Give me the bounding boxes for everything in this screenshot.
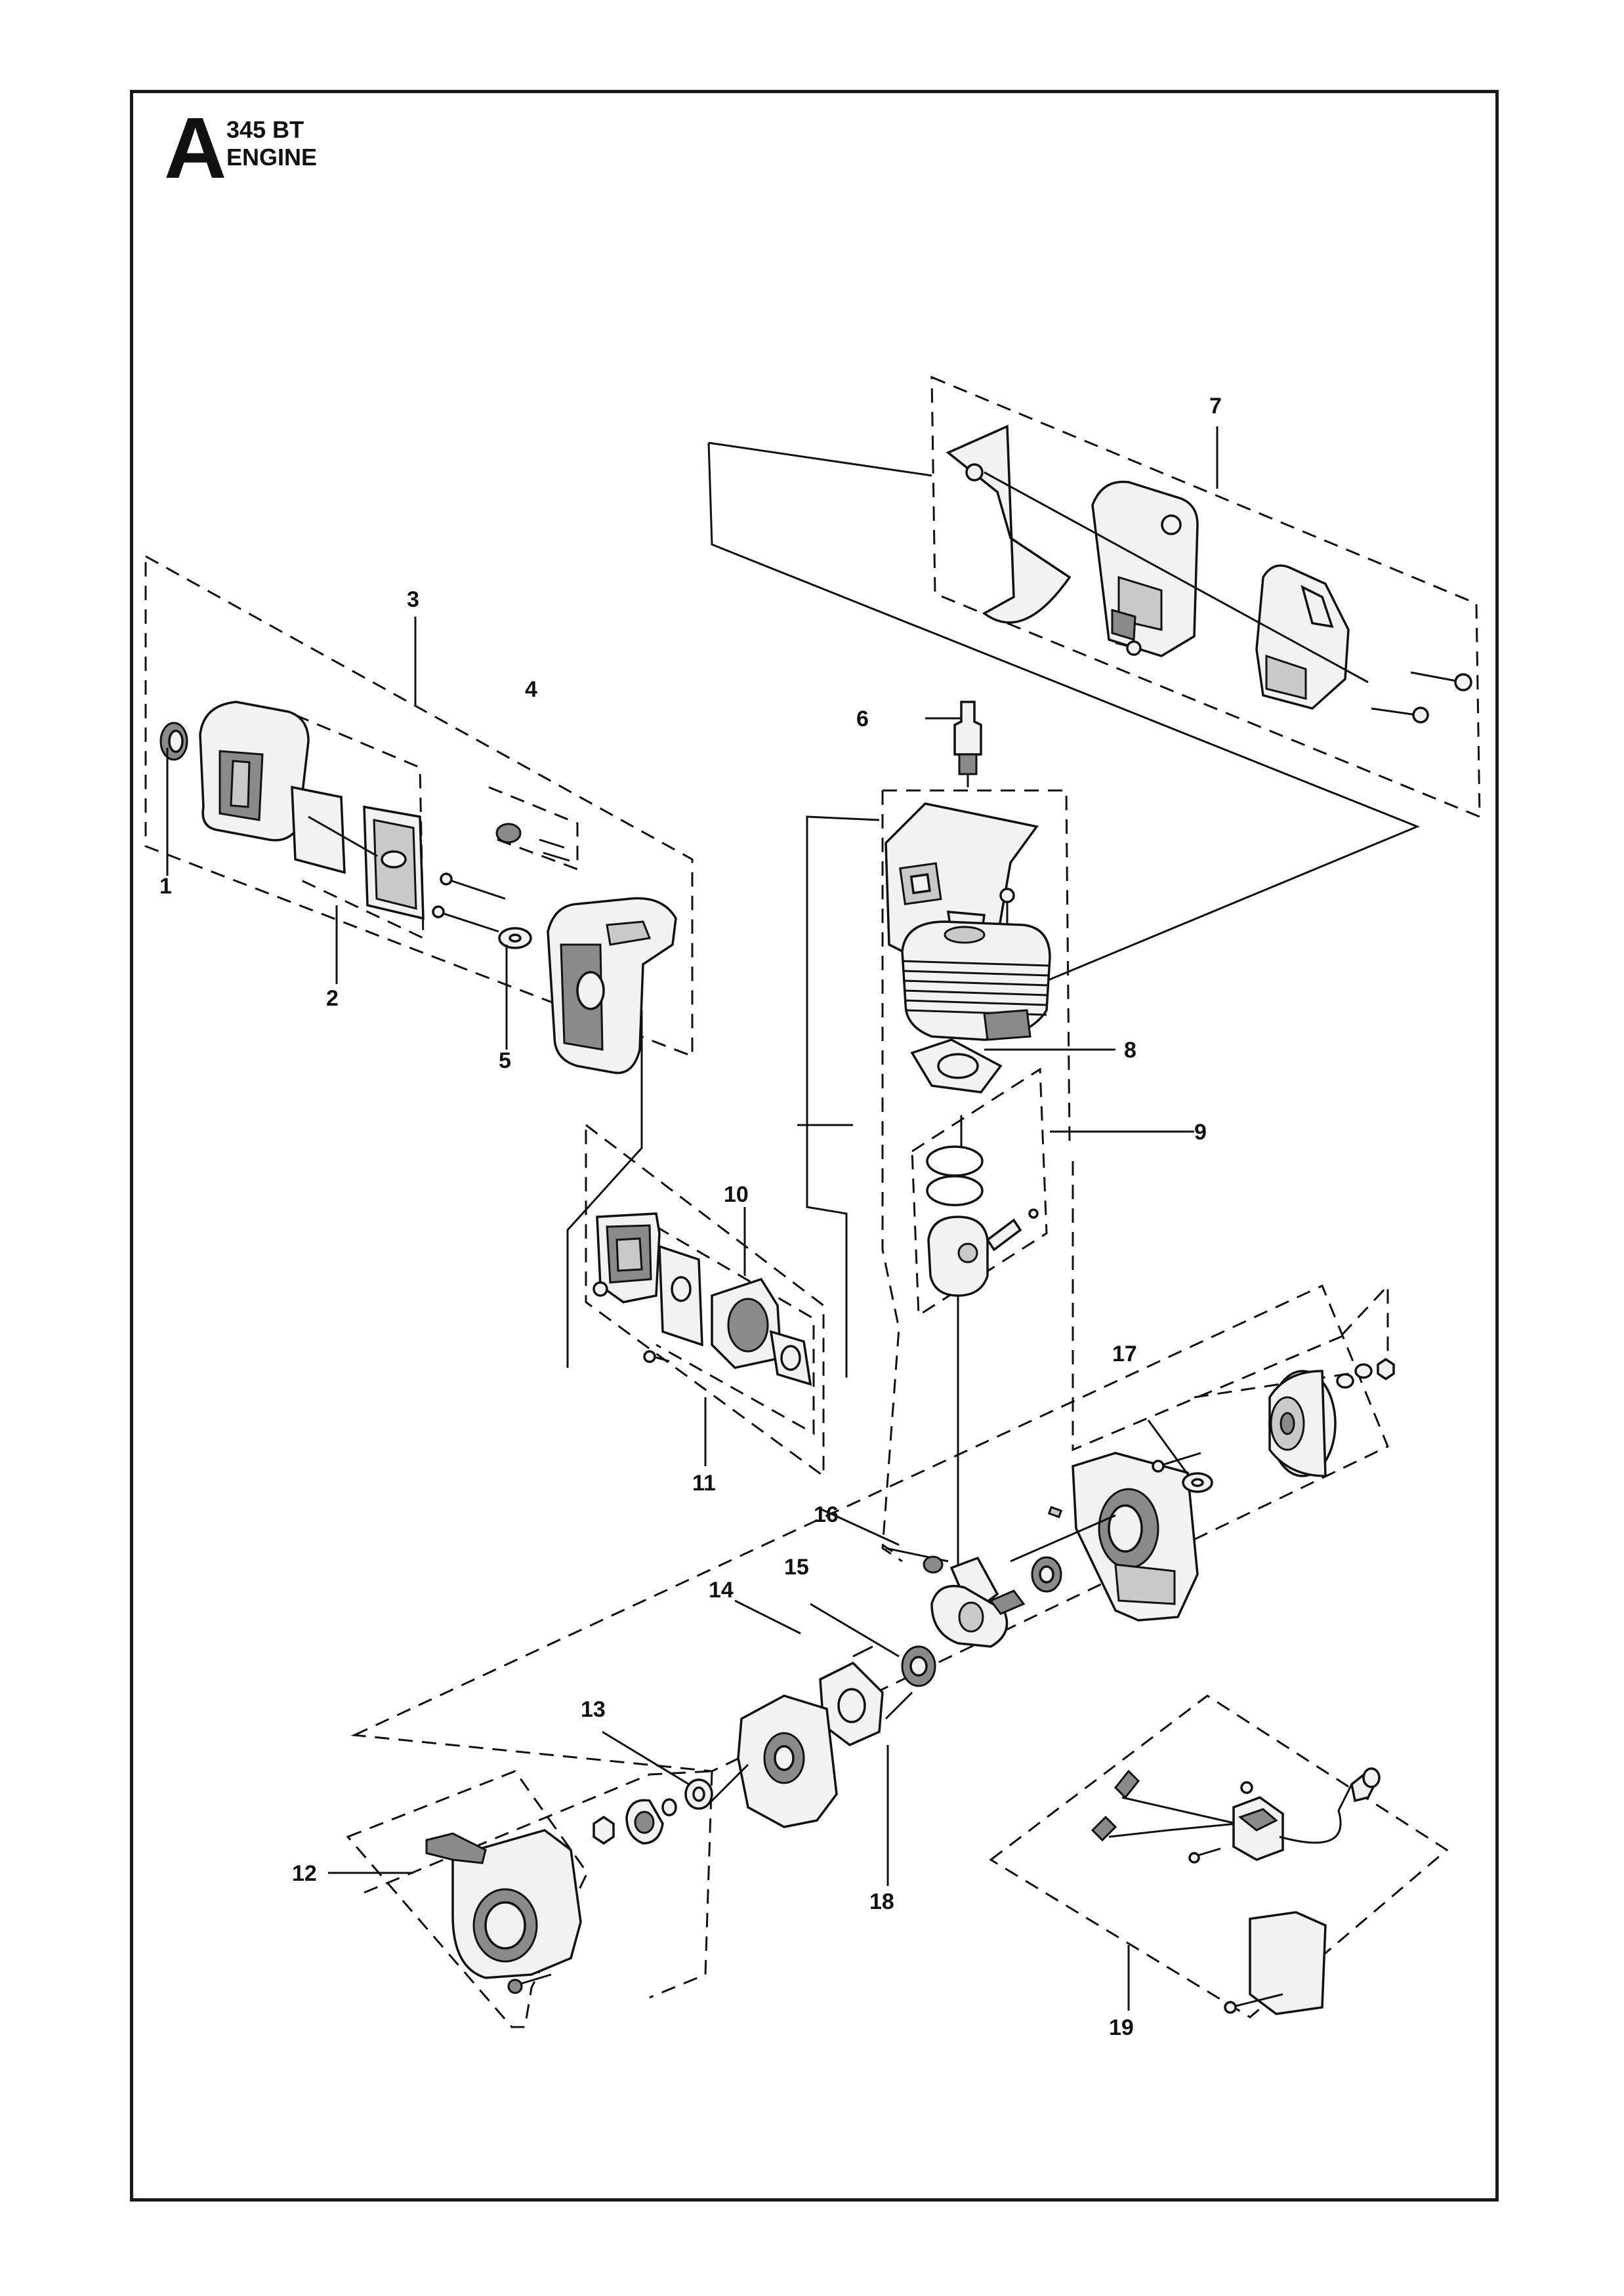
flywheel-nut bbox=[593, 1815, 615, 1845]
callout-4: 4 bbox=[525, 677, 537, 702]
clutch-group bbox=[1147, 1283, 1395, 1493]
air-filter-group bbox=[144, 554, 694, 1368]
callout-10: 10 bbox=[724, 1182, 749, 1207]
spark-plug bbox=[925, 701, 982, 787]
air-filter-element bbox=[291, 785, 346, 874]
carburetor bbox=[593, 1212, 661, 1303]
intake-screw bbox=[643, 1350, 670, 1363]
clutch-nuts bbox=[1336, 1357, 1395, 1389]
crankcase-gasket bbox=[819, 1661, 884, 1747]
muffler-body bbox=[1091, 480, 1199, 657]
ignition-group bbox=[989, 1694, 1449, 2019]
starter-housing bbox=[451, 1829, 582, 1979]
main-bearing-left bbox=[901, 1645, 936, 1687]
starter-handle bbox=[425, 1832, 487, 1864]
callout-12: 12 bbox=[292, 1861, 317, 1886]
ignition-cover bbox=[1249, 1911, 1327, 2015]
crankcase-half-rear bbox=[1072, 1452, 1199, 1622]
piston-rings bbox=[926, 1145, 984, 1206]
gasket-ring bbox=[498, 927, 532, 949]
callout-8: 8 bbox=[1124, 1038, 1136, 1063]
callout-11: 11 bbox=[692, 1471, 716, 1496]
callout-14: 14 bbox=[709, 1578, 734, 1603]
callout-2: 2 bbox=[326, 986, 339, 1011]
callout-5: 5 bbox=[499, 1048, 511, 1073]
muffler-heat-shield-plate bbox=[946, 424, 1072, 624]
air-filter-cover bbox=[199, 701, 310, 842]
callout-17: 17 bbox=[1112, 1342, 1137, 1366]
muffler-assembly-group bbox=[707, 375, 1481, 1015]
section-title: ENGINE bbox=[226, 144, 318, 171]
air-filter-holder bbox=[363, 805, 425, 920]
callout-1: 1 bbox=[159, 874, 172, 899]
spark-plug-lead bbox=[1279, 1767, 1381, 1844]
callout-9: 9 bbox=[1194, 1120, 1207, 1145]
crankcase-group bbox=[350, 1161, 1389, 1999]
carburetor-spacer-plate bbox=[658, 1244, 703, 1347]
intake-gasket bbox=[769, 1330, 812, 1386]
intake-manifold bbox=[711, 1277, 782, 1369]
page-frame bbox=[130, 90, 1499, 2202]
callout-3: 3 bbox=[407, 587, 419, 612]
primer-bulb bbox=[495, 823, 570, 862]
starter-screw bbox=[507, 1973, 552, 1994]
callout-15: 15 bbox=[784, 1555, 809, 1580]
callout-19: 19 bbox=[1109, 2015, 1134, 2040]
section-letter: A bbox=[164, 100, 227, 196]
model-name: 345 BT bbox=[226, 116, 304, 143]
crankcase-screw bbox=[1047, 1452, 1201, 1519]
seal-washer bbox=[661, 1778, 713, 1816]
cylinder bbox=[901, 920, 1051, 1041]
callout-13: 13 bbox=[581, 1697, 606, 1722]
leader-lines bbox=[166, 748, 900, 1658]
choke-knob bbox=[159, 722, 188, 761]
cylinder-screw bbox=[999, 888, 1015, 938]
ignition-screw bbox=[1188, 1847, 1221, 1864]
cover-screw bbox=[1224, 1993, 1283, 2014]
filter-screws bbox=[432, 872, 506, 933]
crankshaft-and-conrod bbox=[923, 1555, 1026, 1648]
crankcase-half-front bbox=[737, 1694, 838, 1828]
ignition-module bbox=[1232, 1781, 1284, 1861]
clutch-drum bbox=[1268, 1370, 1337, 1477]
clutch-washer bbox=[1182, 1472, 1213, 1493]
callout-18: 18 bbox=[869, 1889, 894, 1914]
piston bbox=[927, 1216, 989, 1297]
ignition-wire-connectors bbox=[1091, 1769, 1238, 1842]
callout-6: 6 bbox=[856, 707, 869, 731]
callout-labels: 1 2 3 4 5 6 7 8 9 10 11 12 13 14 15 16 1… bbox=[159, 394, 1222, 2040]
muffler-cover bbox=[1255, 564, 1350, 710]
cylinder-group bbox=[881, 789, 1194, 1568]
muffler-bolts bbox=[1115, 640, 1472, 724]
carburetor-group bbox=[585, 815, 880, 1478]
starter-group bbox=[328, 1731, 713, 2028]
callout-16: 16 bbox=[814, 1502, 839, 1527]
air-filter-housing bbox=[547, 897, 677, 1075]
callout-7: 7 bbox=[1209, 394, 1222, 419]
starter-pawl bbox=[625, 1799, 664, 1845]
main-bearing-right bbox=[1031, 1556, 1062, 1593]
piston-pin bbox=[986, 1208, 1039, 1252]
cylinder-base-gasket bbox=[910, 1038, 1003, 1094]
